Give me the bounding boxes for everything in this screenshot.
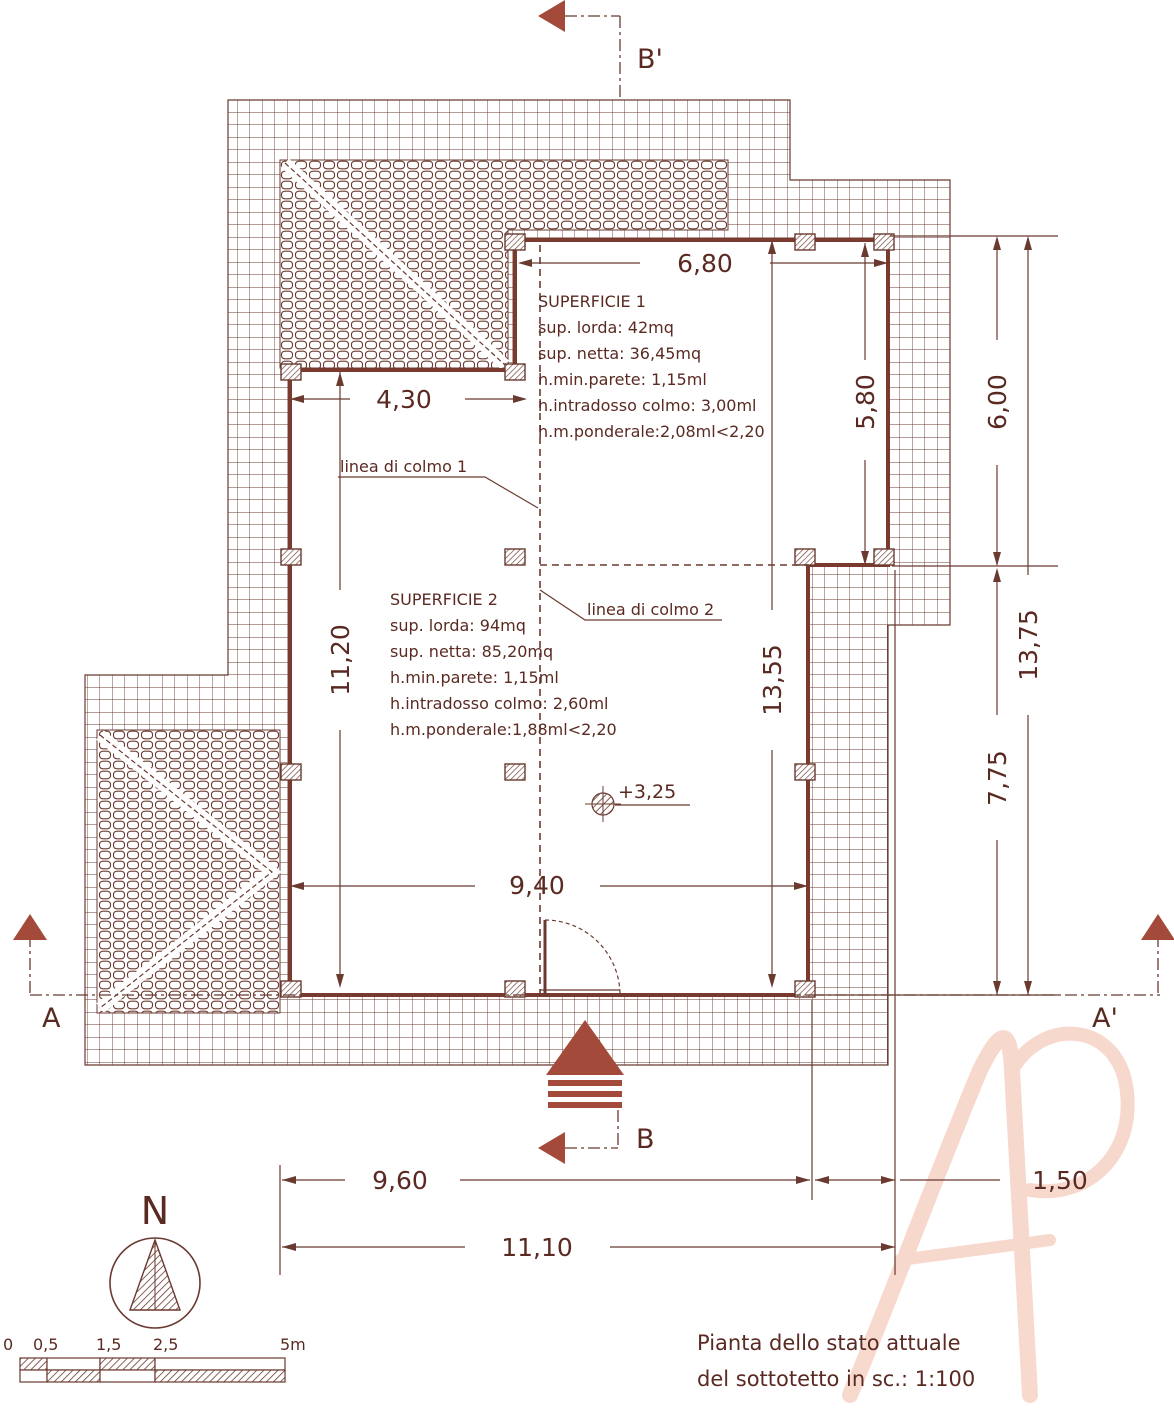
north-label: N xyxy=(141,1189,169,1233)
section-label-a-right: A' xyxy=(1092,1003,1118,1034)
annotation-leaders xyxy=(338,476,722,806)
ridge-lines xyxy=(539,245,808,995)
surface-2-line: sup. netta: 85,20mq xyxy=(390,642,553,661)
section-label-a-left: A xyxy=(42,1003,61,1034)
dimension-arrowheads xyxy=(282,236,1032,1251)
dimension-lines xyxy=(279,235,1058,1275)
surface-1-line: sup. netta: 36,45mq xyxy=(538,344,701,363)
scale-label: 5m xyxy=(280,1335,306,1354)
scale-label: 0,5 xyxy=(33,1335,58,1354)
section-arrows xyxy=(13,0,1174,1164)
dimension-label: 13,75 xyxy=(1014,609,1043,681)
surface-2-line: h.intradosso colmo: 2,60ml xyxy=(390,694,609,713)
entrance-door xyxy=(540,919,621,996)
pillars xyxy=(280,233,895,998)
surface-2-info: SUPERFICIE 2 sup. lorda: 94mq sup. netta… xyxy=(390,590,617,739)
scale-bar xyxy=(19,1357,286,1383)
scale-label: 1,5 xyxy=(96,1335,121,1354)
entrance-arrow xyxy=(546,1020,624,1108)
scale-label: 2,5 xyxy=(153,1335,178,1354)
ridge-line-1-label: linea di colmo 1 xyxy=(340,457,467,476)
dimension-label: 1,50 xyxy=(1032,1166,1088,1195)
dimension-label: 9,40 xyxy=(509,871,565,900)
hip-roof-top xyxy=(279,158,729,370)
level-marker xyxy=(585,786,621,822)
ridge-line-2-label: linea di colmo 2 xyxy=(587,600,714,619)
surface-2-line: h.m.ponderale:1,88ml<2,20 xyxy=(390,720,617,739)
surface-1-title: SUPERFICIE 1 xyxy=(538,292,646,311)
surface-1-info: SUPERFICIE 1 sup. lorda: 42mq sup. netta… xyxy=(538,292,765,441)
attic-interior xyxy=(290,240,888,995)
surface-1-line: sup. lorda: 42mq xyxy=(538,318,674,337)
surface-1-line: h.min.parete: 1,15ml xyxy=(538,370,707,389)
dimension-label: 5,80 xyxy=(851,374,880,430)
surface-2-line: h.min.parete: 1,15ml xyxy=(390,668,559,687)
surface-1-line: h.intradosso colmo: 3,00ml xyxy=(538,396,757,415)
surface-1-line: h.m.ponderale:2,08ml<2,20 xyxy=(538,422,765,441)
dimension-label: 9,60 xyxy=(372,1166,428,1195)
dimension-label: 11,20 xyxy=(326,624,355,696)
drawing-title-line-1: Pianta dello stato attuale xyxy=(697,1331,961,1355)
dimension-label: 13,55 xyxy=(758,644,787,716)
section-label-b-top: B' xyxy=(637,44,663,75)
surface-2-line: sup. lorda: 94mq xyxy=(390,616,526,635)
dimension-label: 6,80 xyxy=(677,249,733,278)
level-label: +3,25 xyxy=(618,781,676,803)
dimension-label: 6,00 xyxy=(983,374,1012,430)
hip-roof-left xyxy=(96,729,282,1014)
section-lines xyxy=(29,15,1160,1149)
watermark-logo xyxy=(842,1026,1135,1403)
surface-2-title: SUPERFICIE 2 xyxy=(390,590,498,609)
dimension-label: 7,75 xyxy=(983,750,1012,806)
drawing-title-line-2: del sottotetto in sc.: 1:100 xyxy=(697,1367,975,1391)
scale-label: 0 xyxy=(3,1335,13,1354)
section-label-b-bottom: B xyxy=(636,1124,655,1155)
north-arrow xyxy=(109,1237,201,1329)
dimension-label: 4,30 xyxy=(376,385,432,414)
dimension-label: 11,10 xyxy=(501,1233,573,1262)
